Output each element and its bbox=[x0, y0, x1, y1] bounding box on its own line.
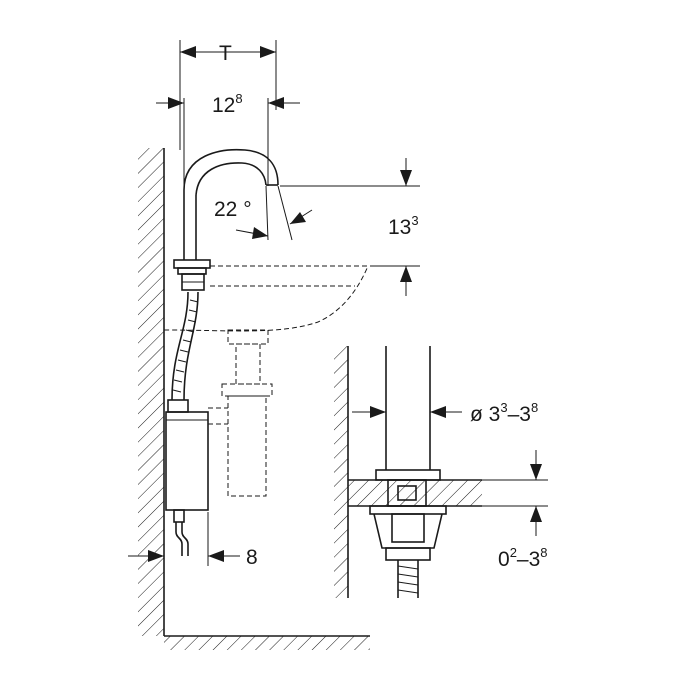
spout-reach-label: 128 bbox=[212, 91, 243, 117]
faucet-spout bbox=[183, 148, 279, 260]
dimension-thickness: 02–38 bbox=[482, 450, 548, 571]
wall-gap-label: 8 bbox=[246, 546, 258, 569]
control-box bbox=[165, 399, 209, 523]
floor bbox=[164, 635, 370, 650]
dimension-T-label: T bbox=[219, 42, 232, 65]
dimension-T: T bbox=[179, 40, 277, 150]
detail-countertop bbox=[348, 469, 482, 507]
thickness-label: 02–38 bbox=[498, 545, 548, 571]
dimension-wall-gap: 8 bbox=[128, 512, 258, 569]
detail-wall bbox=[334, 346, 349, 598]
dimension-angle: 22 ° bbox=[214, 185, 313, 241]
main-wall bbox=[138, 148, 165, 636]
detail-fixing-nut bbox=[369, 505, 447, 561]
dimension-height: 133 bbox=[280, 158, 420, 296]
dimension-diameter: ø 33–38 bbox=[352, 400, 538, 426]
power-cable bbox=[175, 522, 189, 556]
diameter-label: ø 33–38 bbox=[470, 400, 538, 426]
angle-label: 22 ° bbox=[214, 198, 252, 221]
height-label: 133 bbox=[388, 213, 419, 239]
detail-pipe bbox=[385, 346, 431, 470]
faucet-base bbox=[173, 259, 211, 291]
detail-hose bbox=[397, 560, 419, 598]
dimension-spout-reach: 128 bbox=[156, 91, 300, 192]
washbasin-outline bbox=[163, 265, 370, 332]
siphon-outline bbox=[208, 329, 273, 497]
flexible-hose bbox=[171, 291, 199, 401]
